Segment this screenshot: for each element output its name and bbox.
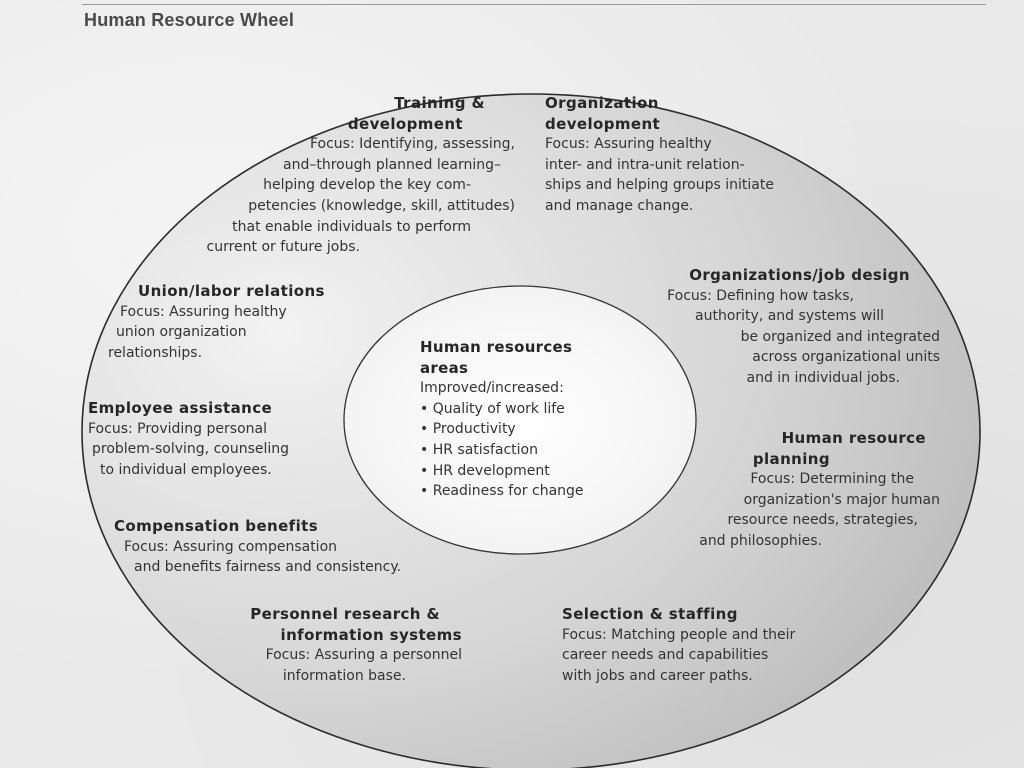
segment-text-line: Focus: Assuring healthy	[545, 136, 712, 153]
segment-union-labor-relations: Union/labor relations Focus: Assuring he…	[108, 281, 325, 363]
center-heading: areas	[420, 358, 469, 377]
segment-training-development: Training & development Focus: Identifyin…	[207, 93, 516, 258]
segment-text-line: Focus: Identifying, assessing,	[309, 136, 515, 153]
center-bullet-item: HR satisfaction	[420, 440, 584, 461]
segment-text-line: be organized and integrated	[740, 328, 940, 345]
segment-text-line: across organizational units	[752, 349, 940, 366]
center-intro: Improved/increased:	[420, 380, 564, 397]
segment-text-line: Focus: Assuring compensation	[124, 538, 338, 555]
segment-text-line: ships and helping groups initiate	[545, 177, 774, 194]
segment-personnel-research: Personnel research & information systems…	[250, 604, 462, 686]
center-heading: Human resources	[420, 338, 573, 356]
page-title: Human Resource Wheel	[84, 10, 295, 30]
segment-text-line: Focus: Determining the	[750, 471, 914, 488]
segment-text-line: relationships.	[108, 344, 203, 361]
segment-text-line: authority, and systems will	[695, 308, 884, 325]
segment-heading: Selection & staffing	[562, 605, 738, 623]
segment-text-line: that enable individuals to perform	[232, 218, 471, 235]
segment-heading: planning	[752, 449, 830, 468]
center-hub-text: Human resources areas Improved/increased…	[420, 337, 584, 502]
segment-organizations-job-design: Organizations/job design Focus: Defining…	[667, 265, 940, 389]
segment-text-line: and in individual jobs.	[746, 369, 900, 386]
segment-text-line: to individual employees.	[100, 461, 272, 478]
segment-text-line: Focus: Assuring healthy	[120, 303, 287, 320]
segment-text-line: with jobs and career paths.	[562, 667, 753, 684]
segment-text-line: and benefits fairness and consistency.	[134, 559, 402, 576]
segment-text-line: petencies (knowledge, skill, attitudes)	[248, 197, 515, 214]
segment-text-line: inter- and intra-unit relation-	[545, 156, 745, 173]
segment-text-line: Focus: Providing personal	[88, 420, 267, 437]
segment-selection-staffing: Selection & staffing Focus: Matching peo…	[562, 604, 795, 686]
segment-heading: Union/labor relations	[138, 282, 325, 300]
segment-heading: Human resource	[781, 429, 926, 447]
segment-compensation-benefits: Compensation benefits Focus: Assuring co…	[114, 516, 401, 578]
segment-heading: Employee assistance	[88, 399, 273, 417]
center-bullet-item: Quality of work life	[420, 399, 584, 420]
segment-human-resource-planning: Human resource planning Focus: Determini…	[699, 428, 940, 552]
center-bullet-item: HR development	[420, 461, 584, 482]
top-rule	[82, 4, 986, 5]
segment-text-line: current or future jobs.	[206, 239, 361, 256]
segment-text-line: organization's major human	[743, 491, 940, 508]
segment-text-line: and manage change.	[545, 197, 694, 214]
segment-heading: development	[347, 114, 463, 133]
segment-text-line: helping develop the key com-	[263, 177, 471, 194]
segment-organization-development: Organization development Focus: Assuring…	[545, 93, 774, 217]
segment-text-line: and–through planned learning–	[283, 156, 501, 173]
segment-text-line: Focus: Matching people and their	[562, 626, 796, 643]
segment-heading: development	[545, 114, 661, 133]
center-bullet-item: Productivity	[420, 419, 584, 440]
segment-text-line: Focus: Defining how tasks,	[667, 287, 854, 304]
segment-heading: Organization	[545, 94, 659, 112]
segment-text-line: Focus: Assuring a personnel	[265, 647, 462, 664]
segment-heading: Personnel research &	[250, 605, 440, 623]
segment-text-line: problem-solving, counseling	[92, 441, 290, 458]
segment-heading: information systems	[280, 625, 462, 644]
segment-heading: Compensation benefits	[114, 517, 319, 535]
segment-employee-assistance: Employee assistance Focus: Providing per…	[88, 398, 289, 480]
center-bullet-item: Readiness for change	[420, 481, 584, 502]
segment-heading: Organizations/job design	[689, 266, 910, 284]
segment-text-line: resource needs, strategies,	[727, 512, 918, 529]
segment-text-line: and philosophies.	[699, 532, 822, 549]
segment-heading: Training &	[394, 94, 485, 112]
segment-text-line: career needs and capabilities	[562, 647, 769, 664]
segment-text-line: information base.	[282, 667, 406, 684]
segment-text-line: union organization	[116, 324, 247, 341]
